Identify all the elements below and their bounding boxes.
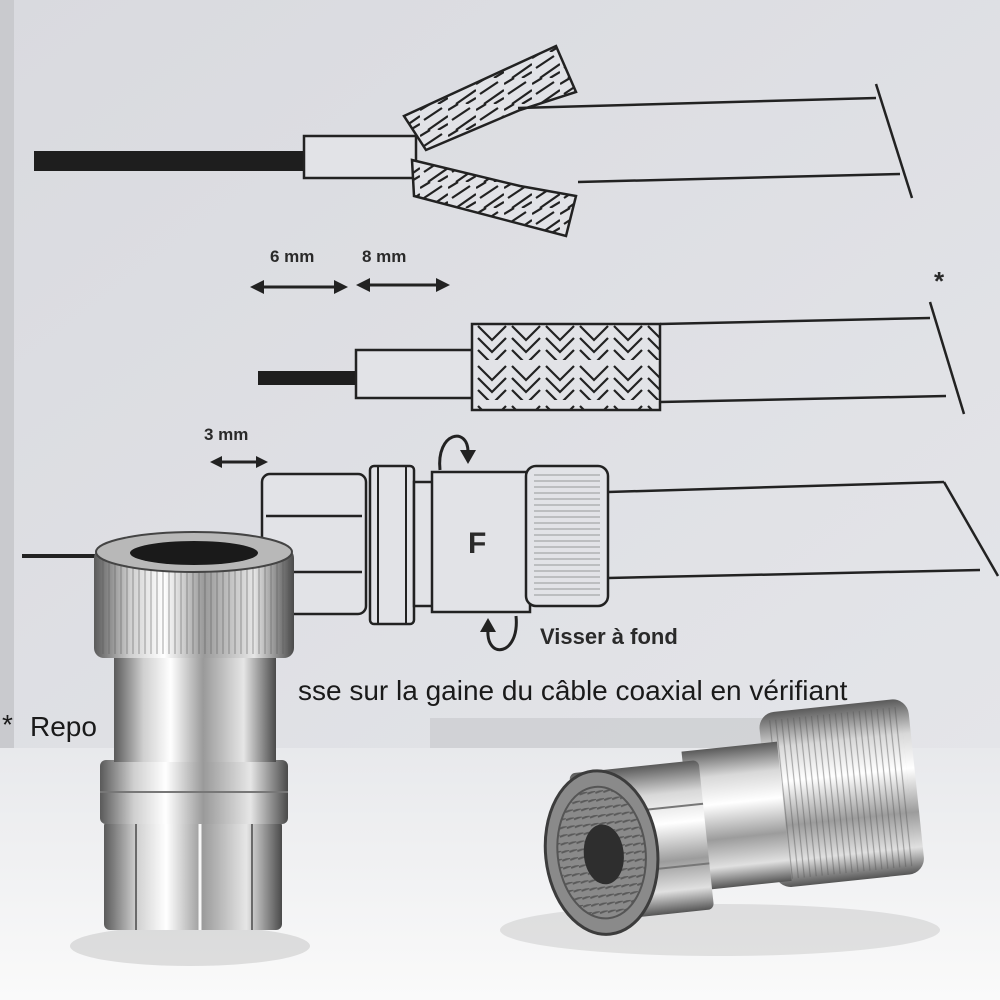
rotate-arrow-bottom-icon: [480, 615, 518, 652]
step2-jacket-top: [659, 316, 931, 326]
footnote-text-left: Repo: [30, 711, 97, 742]
connector-b-body: [681, 741, 792, 891]
step1-jacket-cut: [874, 83, 914, 199]
step2-center-conductor: [258, 371, 356, 385]
dim-8mm-arrow: [356, 278, 450, 292]
dim-6mm-label: 6 mm: [270, 247, 314, 266]
step3-collar: [368, 464, 416, 626]
step1-jacket-bottom: [577, 172, 901, 184]
rotate-arrow-top-icon: [438, 434, 476, 471]
step3-jacket-top: [607, 480, 945, 494]
left-margin-strip: [0, 0, 14, 760]
screw-instruction-text: Visser à fond: [540, 624, 678, 649]
step1-cable-drawing: [34, 44, 914, 238]
step1-center-conductor: [34, 151, 306, 171]
step1-dielectric: [302, 134, 418, 180]
step3-body: [430, 470, 532, 614]
step3-jacket-cut: [942, 481, 1000, 577]
dim-6mm-arrow: [250, 280, 348, 294]
footnote-marker: *: [2, 709, 13, 740]
step2-jacket-cut: [928, 301, 966, 415]
step3-jacket-bottom: [607, 568, 981, 580]
f-connector-standing: [94, 531, 294, 930]
asterisk-mark: *: [934, 266, 945, 296]
step2-braid: [470, 322, 662, 412]
f-connector-lying: [543, 699, 924, 936]
dim-8mm-label: 8 mm: [362, 247, 406, 266]
dim-3mm-arrow: [210, 456, 268, 468]
step1-jacket-top: [517, 96, 877, 110]
step2-dielectric: [354, 348, 474, 400]
footnote-text-right: sse sur la gaine du câble coaxial en vér…: [298, 675, 848, 706]
step2-cable-drawing: 6 mm 8 mm *: [250, 247, 966, 415]
connector-a-lower-hex: [104, 820, 282, 930]
connector-a-body: [114, 650, 276, 762]
dim-3mm-label: 3 mm: [204, 425, 248, 444]
step2-jacket-bottom: [659, 394, 947, 404]
step1-braid-lower: [410, 158, 578, 238]
step1-braid-upper: [402, 44, 578, 152]
connector-f-letter: F: [468, 527, 486, 560]
